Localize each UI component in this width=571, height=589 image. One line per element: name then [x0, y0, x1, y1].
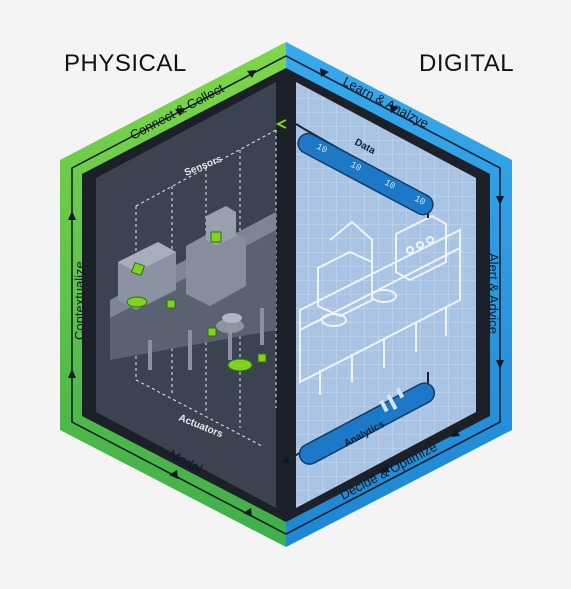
- physical-title: PHYSICAL: [64, 50, 187, 77]
- arrow-icon: [68, 369, 76, 378]
- data-pipe: 10 10 10 10: [275, 119, 434, 218]
- digital-machine: [299, 214, 461, 395]
- alert-advice-label: Alert & Advice: [486, 253, 501, 334]
- digital-title: DIGITAL: [419, 50, 515, 77]
- physical-machine: [110, 129, 277, 447]
- arrow-icon: [175, 108, 184, 116]
- svg-text:10: 10: [315, 142, 329, 156]
- analytics-pipe: [282, 372, 436, 465]
- arrow-icon: [496, 360, 504, 369]
- arrow-icon: [320, 68, 329, 77]
- arrow-icon: [247, 70, 256, 78]
- arrow-icon: [169, 470, 178, 479]
- arrow-icon: [390, 104, 399, 113]
- sensor-icons: [126, 231, 267, 372]
- arrow-icon: [496, 196, 504, 205]
- cycle-path: [71, 55, 501, 535]
- svg-text:10: 10: [413, 194, 427, 208]
- arrow-icon: [451, 429, 460, 437]
- contextualize-label: Contextualize: [72, 261, 87, 340]
- cycle-arrows: [68, 68, 504, 517]
- arrow-icon: [381, 465, 390, 473]
- arrow-icon: [275, 119, 287, 129]
- svg-text:10: 10: [383, 178, 397, 192]
- arrow-icon: [68, 211, 76, 220]
- arrow-icon: [282, 456, 290, 464]
- arrow-icon: [243, 508, 252, 517]
- svg-text:10: 10: [349, 160, 363, 174]
